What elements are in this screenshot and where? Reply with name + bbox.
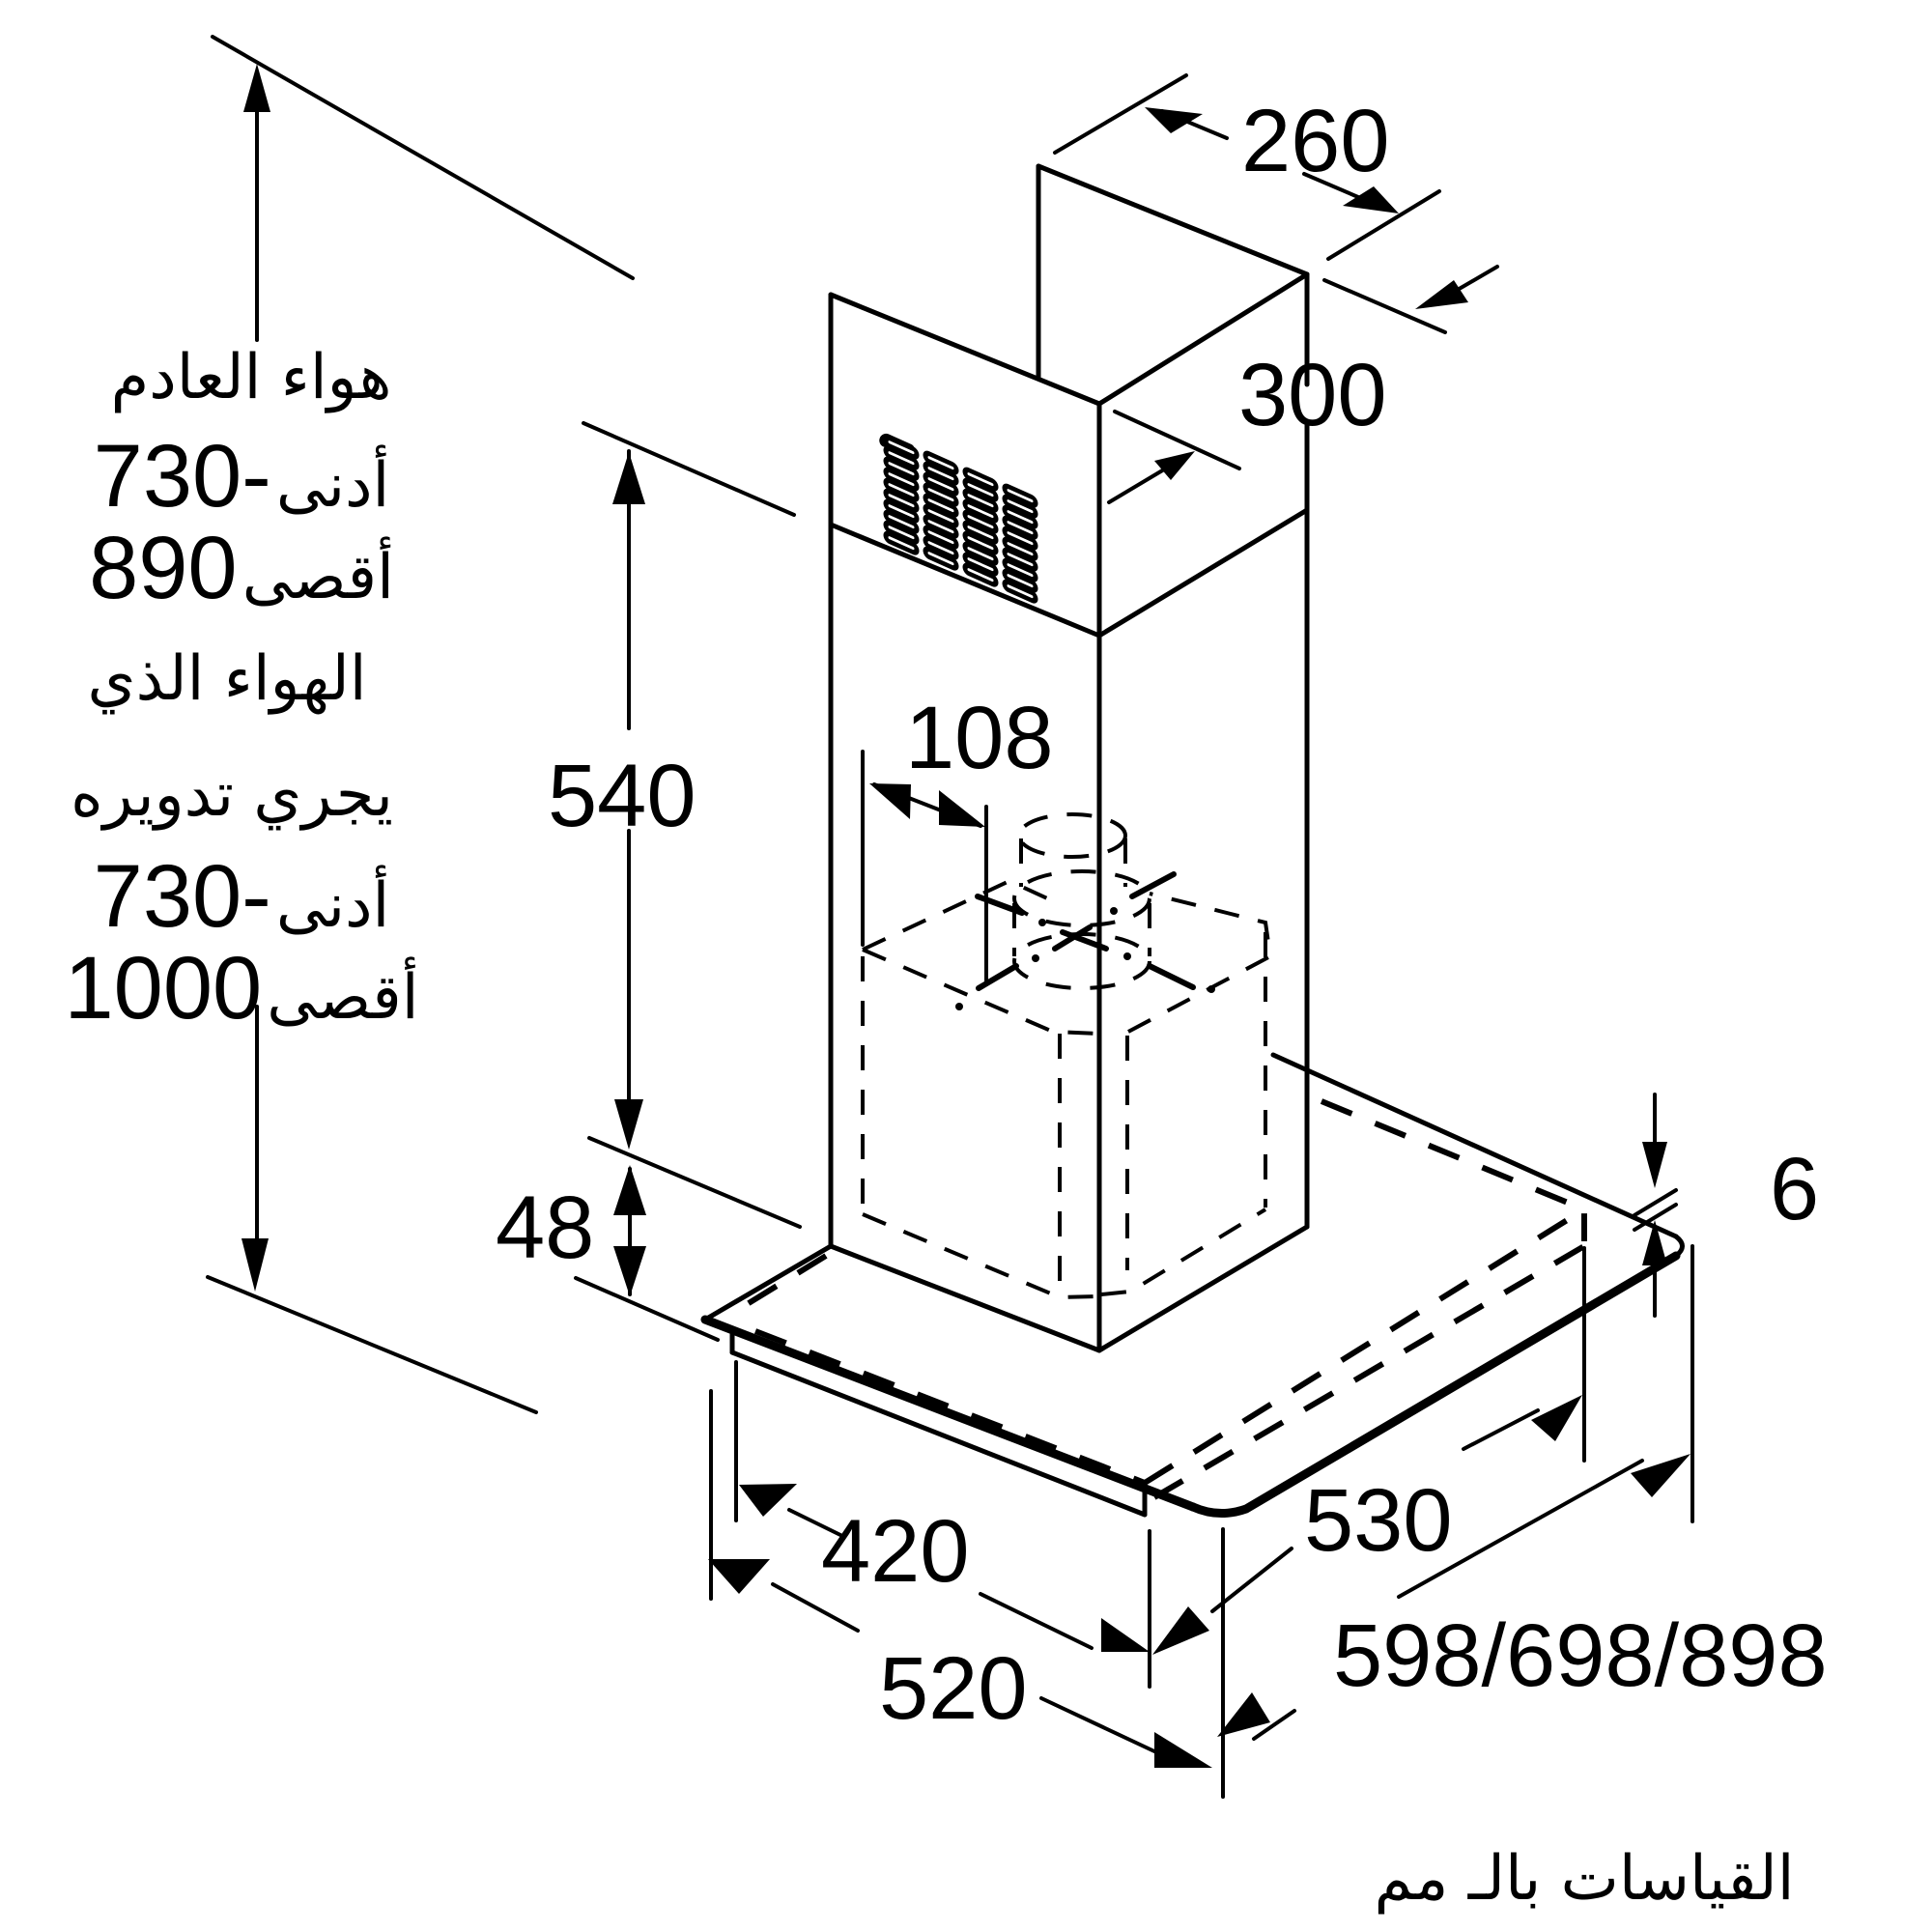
dimension-530-label: 530 [1304, 1471, 1453, 1570]
chimney-width-dimension [1107, 265, 1499, 504]
exhaust-min-label: أدنى [275, 450, 390, 522]
recirc-max-label: أقصى [267, 962, 419, 1034]
dimension-420-label: 420 [821, 1502, 970, 1601]
dimension-108-label: 108 [905, 689, 1054, 787]
width-530-dimension [1152, 1246, 1586, 1655]
depth-520-dimension [708, 1389, 1225, 1799]
chimney-upper [828, 163, 1310, 1353]
dimension-300-label: 300 [1238, 346, 1387, 444]
dimension-6-label: 6 [1770, 1140, 1820, 1238]
vent-slots [883, 435, 1038, 604]
recirc-max-row: أقصى 1000 [39, 942, 444, 1036]
dimension-540-label: 540 [548, 747, 696, 845]
dimension-520-label: 520 [879, 1639, 1028, 1738]
width-options-dimension [1217, 1454, 1690, 1741]
hidden-motor-box [861, 812, 1273, 1300]
exhaust-max-row: أقصى 890 [58, 522, 425, 615]
units-note: القياسات بالـ مم [1374, 1843, 1795, 1915]
recirc-min-value: 730- [93, 847, 271, 946]
exhaust-min-value: 730- [93, 427, 271, 526]
exhaust-min-row: أدنى 730- [58, 430, 425, 524]
recirc-title-line2: يجري تدويره [71, 759, 393, 831]
dimension-48-label: 48 [496, 1179, 595, 1277]
glass-canopy [700, 1052, 1685, 1518]
exhaust-air-title: هواء العادم [110, 342, 392, 413]
exhaust-max-value: 890 [89, 519, 238, 617]
canopy-height-48-dimension [574, 1165, 720, 1342]
depth-420-dimension [734, 1360, 1151, 1689]
exhaust-max-label: أقصى [242, 542, 394, 613]
recirc-title-line1: الهواء الذي [87, 643, 367, 715]
overall-height-dimension [206, 35, 635, 1414]
recirc-max-value: 1000 [64, 939, 263, 1037]
height-540-dimension [582, 421, 802, 1229]
dimension-width-options-label: 598/698/898 [1333, 1606, 1828, 1705]
recirc-min-label: أدنى [275, 870, 390, 942]
chimney-lower [828, 1038, 1310, 1353]
offset-108-dimension [861, 750, 988, 982]
chimney-depth-dimension [1053, 73, 1441, 261]
dimension-260-label: 260 [1241, 92, 1390, 190]
recirc-min-row: أدنى 730- [58, 850, 425, 944]
glass-thickness-dimension [1633, 1093, 1694, 1523]
